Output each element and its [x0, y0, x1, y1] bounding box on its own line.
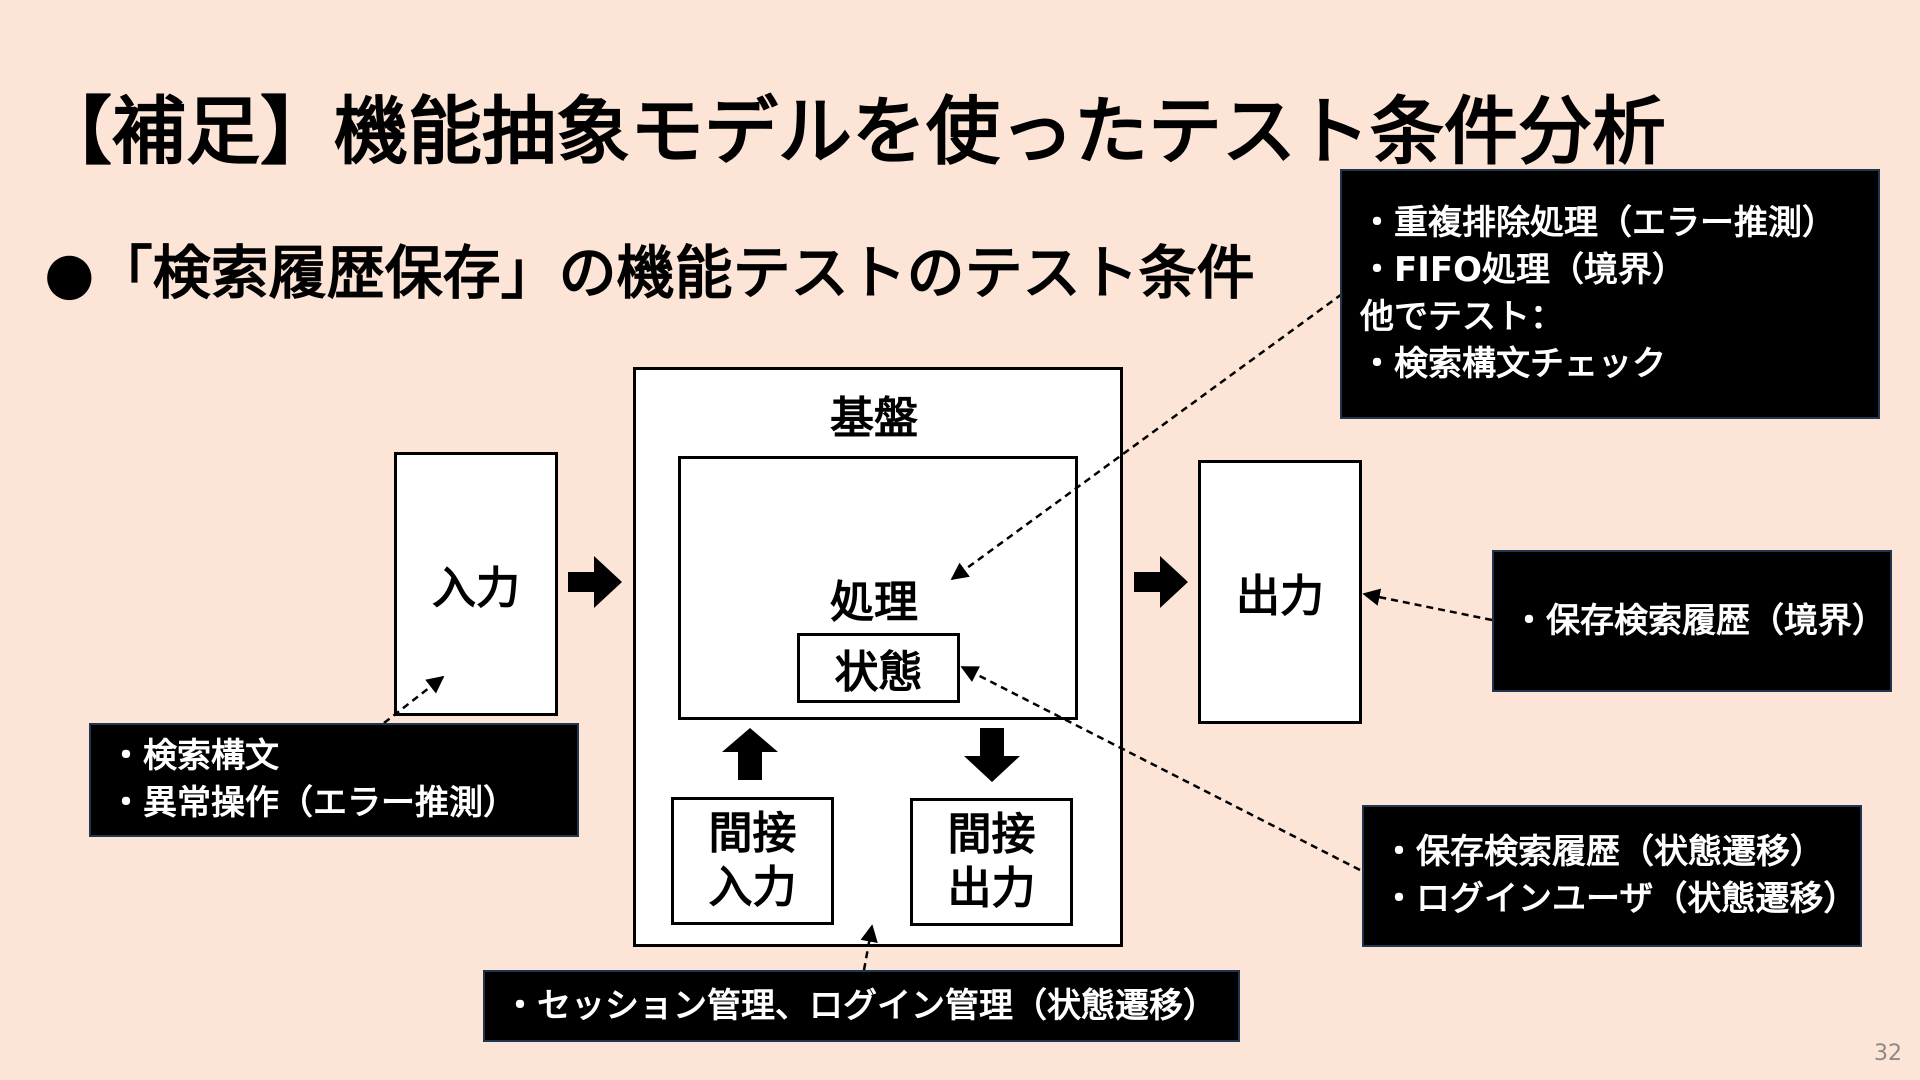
platform-label: 基盤: [830, 393, 918, 444]
platform-to-output-arrow: [1134, 556, 1188, 608]
output-note-line1: ・保存検索履歴（境界）: [1512, 600, 1886, 641]
output-note-connector: [1362, 588, 1493, 622]
slide-subtitle: ●「検索履歴保存」の機能テストのテスト条件: [44, 239, 1255, 307]
top-right-note-line4: ・検索構文チェック: [1360, 344, 1666, 384]
output-note: ・保存検索履歴（境界）: [1492, 550, 1892, 692]
platform-note: ・セッション管理、ログイン管理（状態遷移）: [483, 970, 1240, 1042]
input-note: ・検索構文 ・異常操作（エラー推測）: [89, 723, 579, 837]
process-label: 処理: [830, 577, 918, 628]
state-note: ・保存検索履歴（状態遷移） ・ログインユーザ（状態遷移）: [1362, 805, 1862, 947]
indirect-output-line1: 間接: [947, 809, 1036, 860]
state-note-line1: ・保存検索履歴（状態遷移）: [1382, 832, 1824, 872]
indirect-output-line2: 出力: [947, 863, 1036, 914]
output-label: 出力: [1236, 571, 1324, 622]
top-right-note: ・重複排除処理（エラー推測） ・FIFO処理（境界） 他でテスト： ・検索構文チ…: [1340, 169, 1880, 419]
top-right-note-line1: ・重複排除処理（エラー推測）: [1360, 203, 1836, 243]
slide-title: 【補足】機能抽象モデルを使ったテスト条件分析: [38, 89, 1666, 175]
page-number: 32: [1874, 1041, 1902, 1066]
state-label: 状態: [834, 647, 923, 698]
platform-note-line1: ・セッション管理、ログイン管理（状態遷移）: [503, 985, 1217, 1026]
top-right-note-line3: 他でテスト：: [1360, 297, 1564, 337]
indirect-input-line2: 入力: [708, 862, 797, 913]
top-right-note-line2: ・FIFO処理（境界）: [1360, 250, 1687, 290]
input-to-platform-arrow: [568, 556, 622, 608]
state-box: 状態: [797, 633, 960, 703]
output-box: 出力: [1198, 460, 1362, 724]
indirect-output-box: 間接 出力: [910, 798, 1073, 926]
input-box: 入力: [394, 452, 558, 716]
state-note-line2: ・ログインユーザ（状態遷移）: [1382, 879, 1858, 919]
indirect-input-line1: 間接: [708, 808, 797, 859]
input-label: 入力: [432, 563, 520, 614]
input-note-line1: ・検索構文: [109, 736, 279, 776]
indirect-input-box: 間接 入力: [671, 797, 834, 925]
input-note-line2: ・異常操作（エラー推測）: [109, 783, 517, 823]
